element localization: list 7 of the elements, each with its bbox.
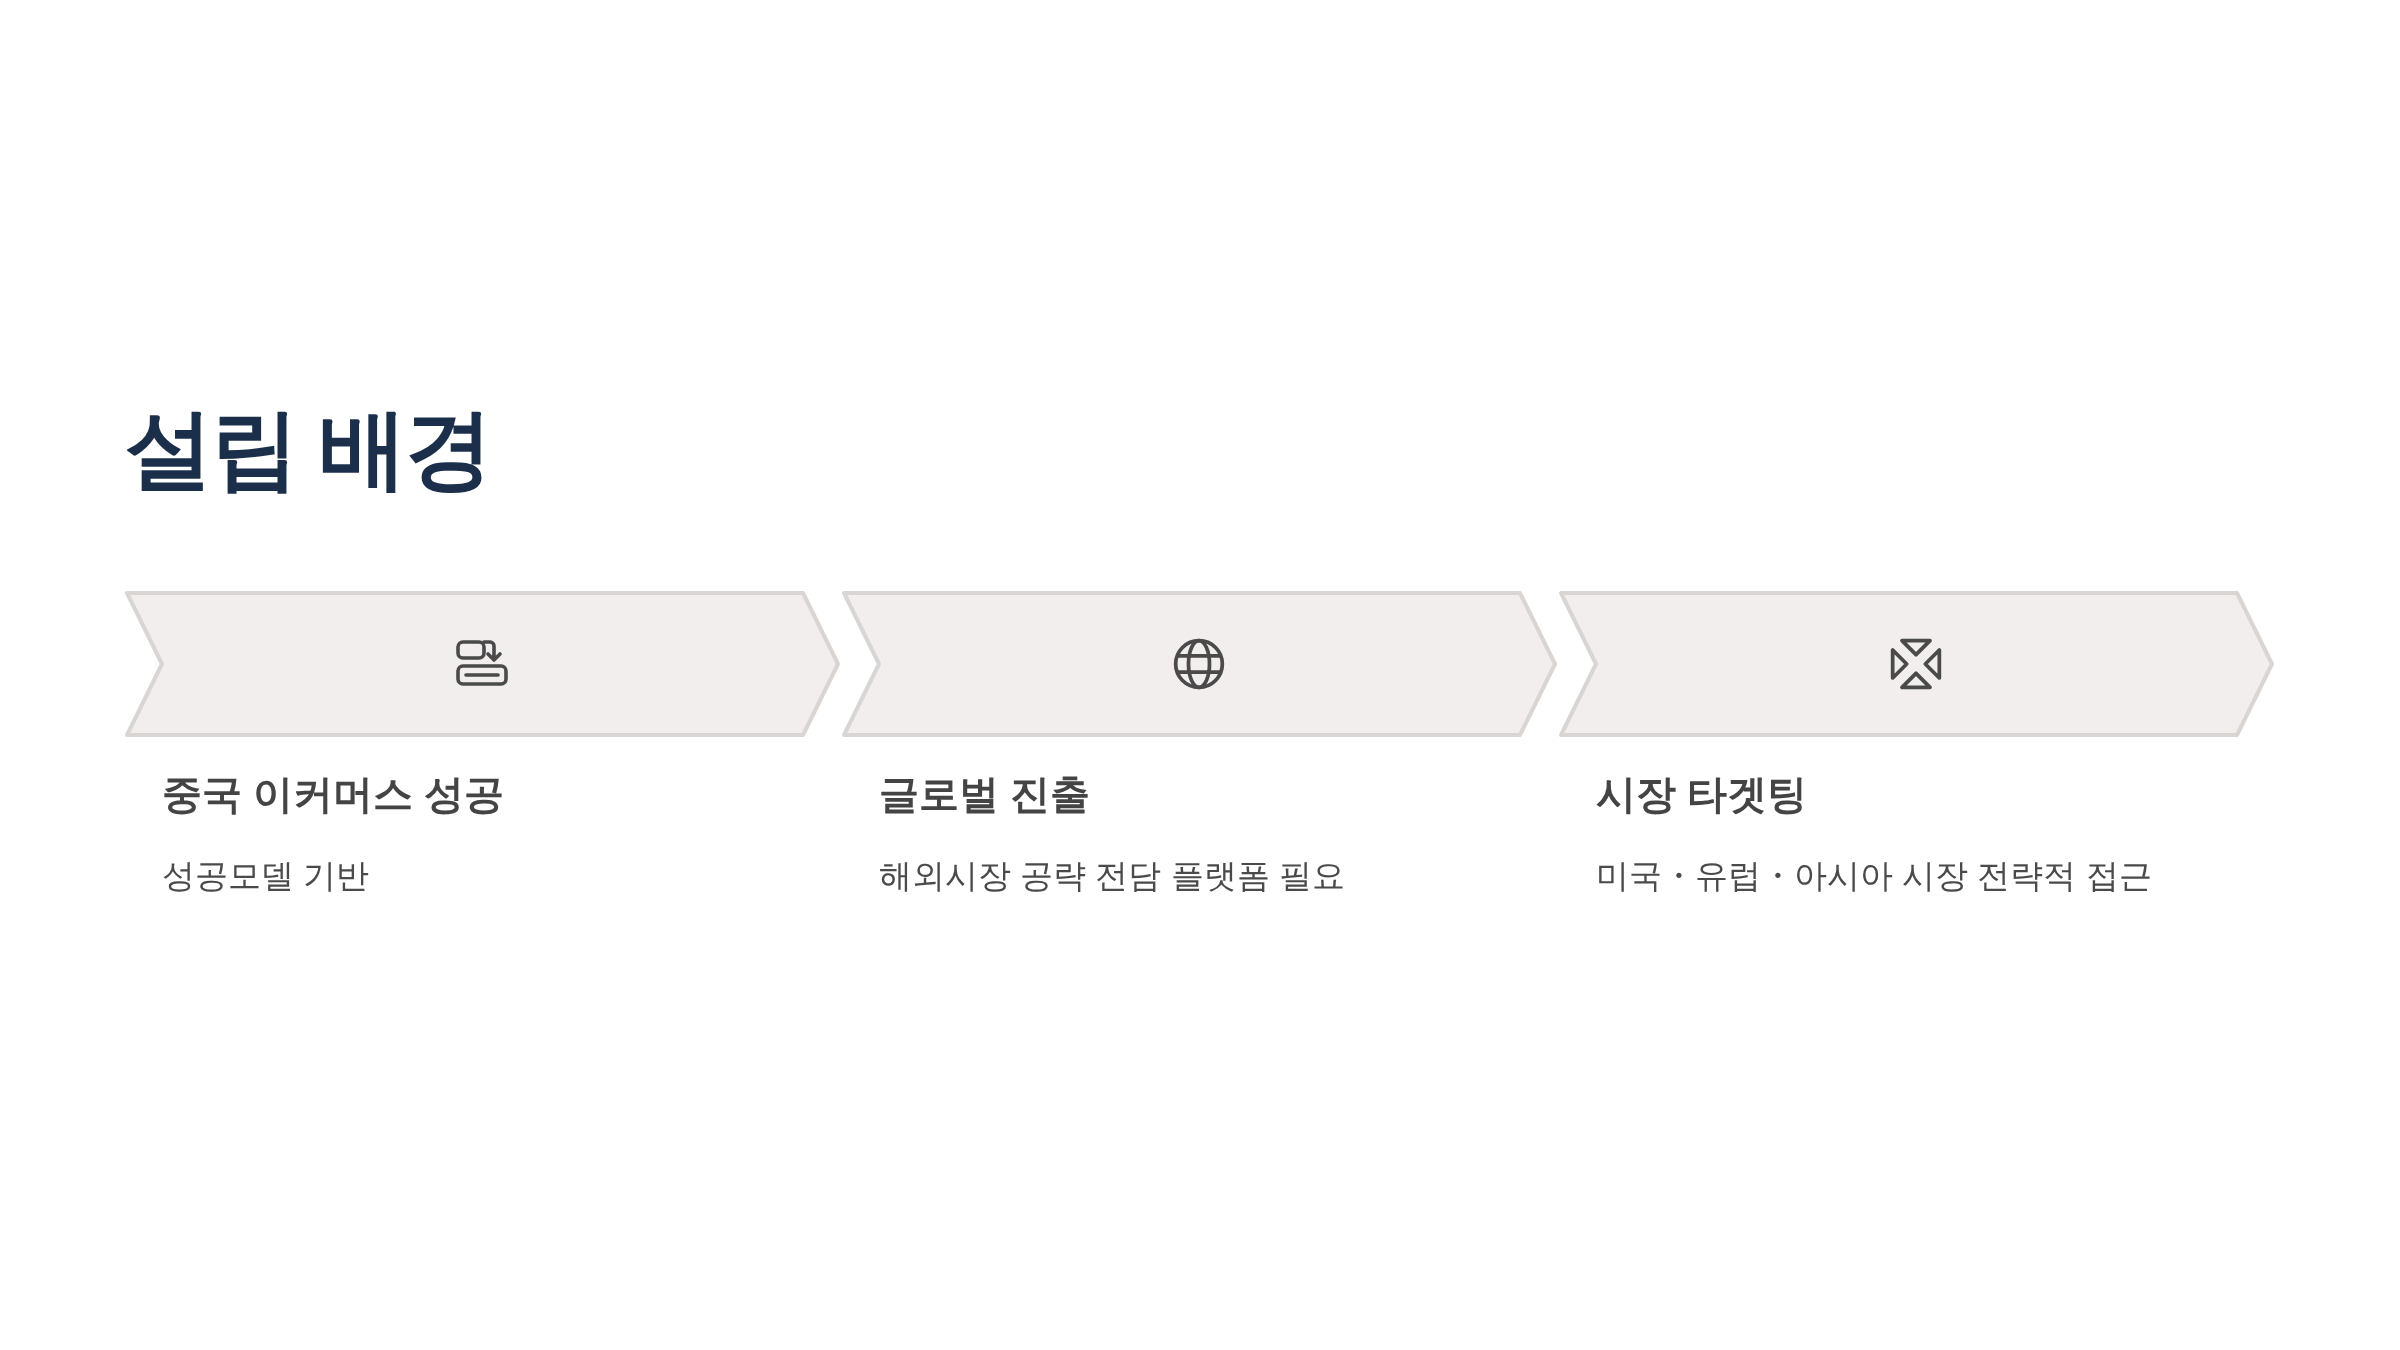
step-heading: 중국 이커머스 성공 [162,771,505,818]
step-heading: 글로벌 진출 [879,771,1091,818]
title: 설립 배경 [125,405,491,493]
step-description: 성공모델 기반 [162,856,370,896]
step-description: 해외시장 공략 전담 플랫폼 필요 [879,856,1345,896]
step-heading: 시장 타겟팅 [1596,771,1808,818]
step-description: 미국・유럽・아시아 시장 전략적 접근 [1596,856,2152,896]
